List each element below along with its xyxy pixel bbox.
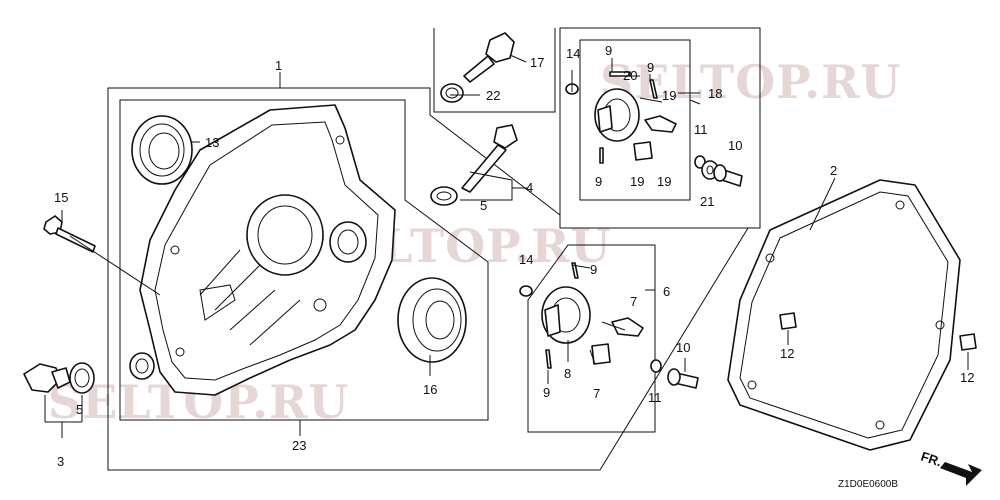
callout-23: 23 — [292, 438, 306, 453]
callout-11-lower: 11 — [648, 390, 662, 405]
callout-9-lower-clip: 9 — [590, 262, 597, 277]
callout-5-drain: 5 — [76, 402, 83, 417]
governor-gear-6 — [541, 262, 644, 369]
leader-lines — [44, 54, 969, 438]
assembly-23-outline — [119, 99, 489, 421]
drain-plug-3 — [23, 363, 71, 393]
callout-9-right: 9 — [647, 60, 654, 75]
callout-9-top: 9 — [605, 43, 612, 58]
o-ring-5-bottom — [69, 362, 95, 394]
callout-5-dipstick: 5 — [480, 198, 487, 213]
governor-box-18 — [559, 27, 761, 229]
callout-15: 15 — [54, 190, 68, 205]
callout-22: 22 — [486, 88, 500, 103]
callout-19-right: 19 — [657, 174, 671, 189]
callout-7-upper: 7 — [630, 294, 637, 309]
callout-16: 16 — [423, 382, 437, 397]
callouts: 1 2 3 4 5 5 6 7 7 8 9 9 9 9 9 10 10 11 1… — [54, 43, 974, 469]
watermark-top: SELTOP.RU — [600, 55, 902, 109]
pin-10-lower — [667, 368, 699, 389]
dipstick-box — [433, 28, 556, 113]
callout-11-upper: 11 — [694, 122, 708, 137]
front-direction-arrow — [940, 462, 982, 486]
pin-10-upper — [713, 164, 743, 187]
dowel-12-right — [959, 333, 977, 351]
gasket-2 — [727, 179, 961, 451]
callout-2: 2 — [830, 163, 837, 178]
washer-11-lower — [650, 359, 662, 373]
callout-9-lower-pin: 9 — [543, 385, 550, 400]
drawing-code: Z1D0E0600B — [838, 479, 898, 490]
callout-17: 17 — [530, 55, 544, 70]
callout-9-upper-pin: 9 — [595, 174, 602, 189]
callout-4: 4 — [526, 180, 533, 195]
callout-18: 18 — [708, 86, 722, 101]
governor-inner-18 — [579, 39, 691, 201]
callout-19-middle: 19 — [630, 174, 644, 189]
governor-gear-18 — [594, 71, 677, 164]
callout-1: 1 — [275, 58, 282, 73]
dowel-12-left — [779, 312, 797, 330]
crankcase-cover — [139, 104, 396, 396]
callout-14-upper: 14 — [566, 46, 580, 61]
bolt-15 — [43, 215, 96, 253]
gasket-22 — [440, 83, 464, 103]
callout-20: 20 — [623, 68, 637, 83]
callout-13: 13 — [205, 135, 219, 150]
o-ring-5-top — [430, 186, 458, 206]
filler-cap-17 — [463, 32, 515, 83]
callout-12-left: 12 — [780, 346, 794, 361]
callout-6: 6 — [663, 284, 670, 299]
governor-box-6 — [527, 244, 656, 433]
direction-label: FR. — [919, 449, 944, 470]
callout-19-top: 19 — [662, 88, 676, 103]
callout-3: 3 — [57, 454, 64, 469]
callout-10-upper: 10 — [728, 138, 742, 153]
callout-14-lower: 14 — [519, 252, 533, 267]
callout-10-lower: 10 — [676, 340, 690, 355]
callout-21: 21 — [700, 194, 714, 209]
callout-7-lower: 7 — [593, 386, 600, 401]
small-seal — [129, 352, 155, 380]
bearing-16 — [397, 277, 467, 363]
dipstick-4 — [461, 124, 518, 193]
oil-seal-13 — [131, 115, 193, 185]
callout-12-right: 12 — [960, 370, 974, 385]
washer-14-lower — [519, 285, 533, 297]
callout-8: 8 — [564, 366, 571, 381]
